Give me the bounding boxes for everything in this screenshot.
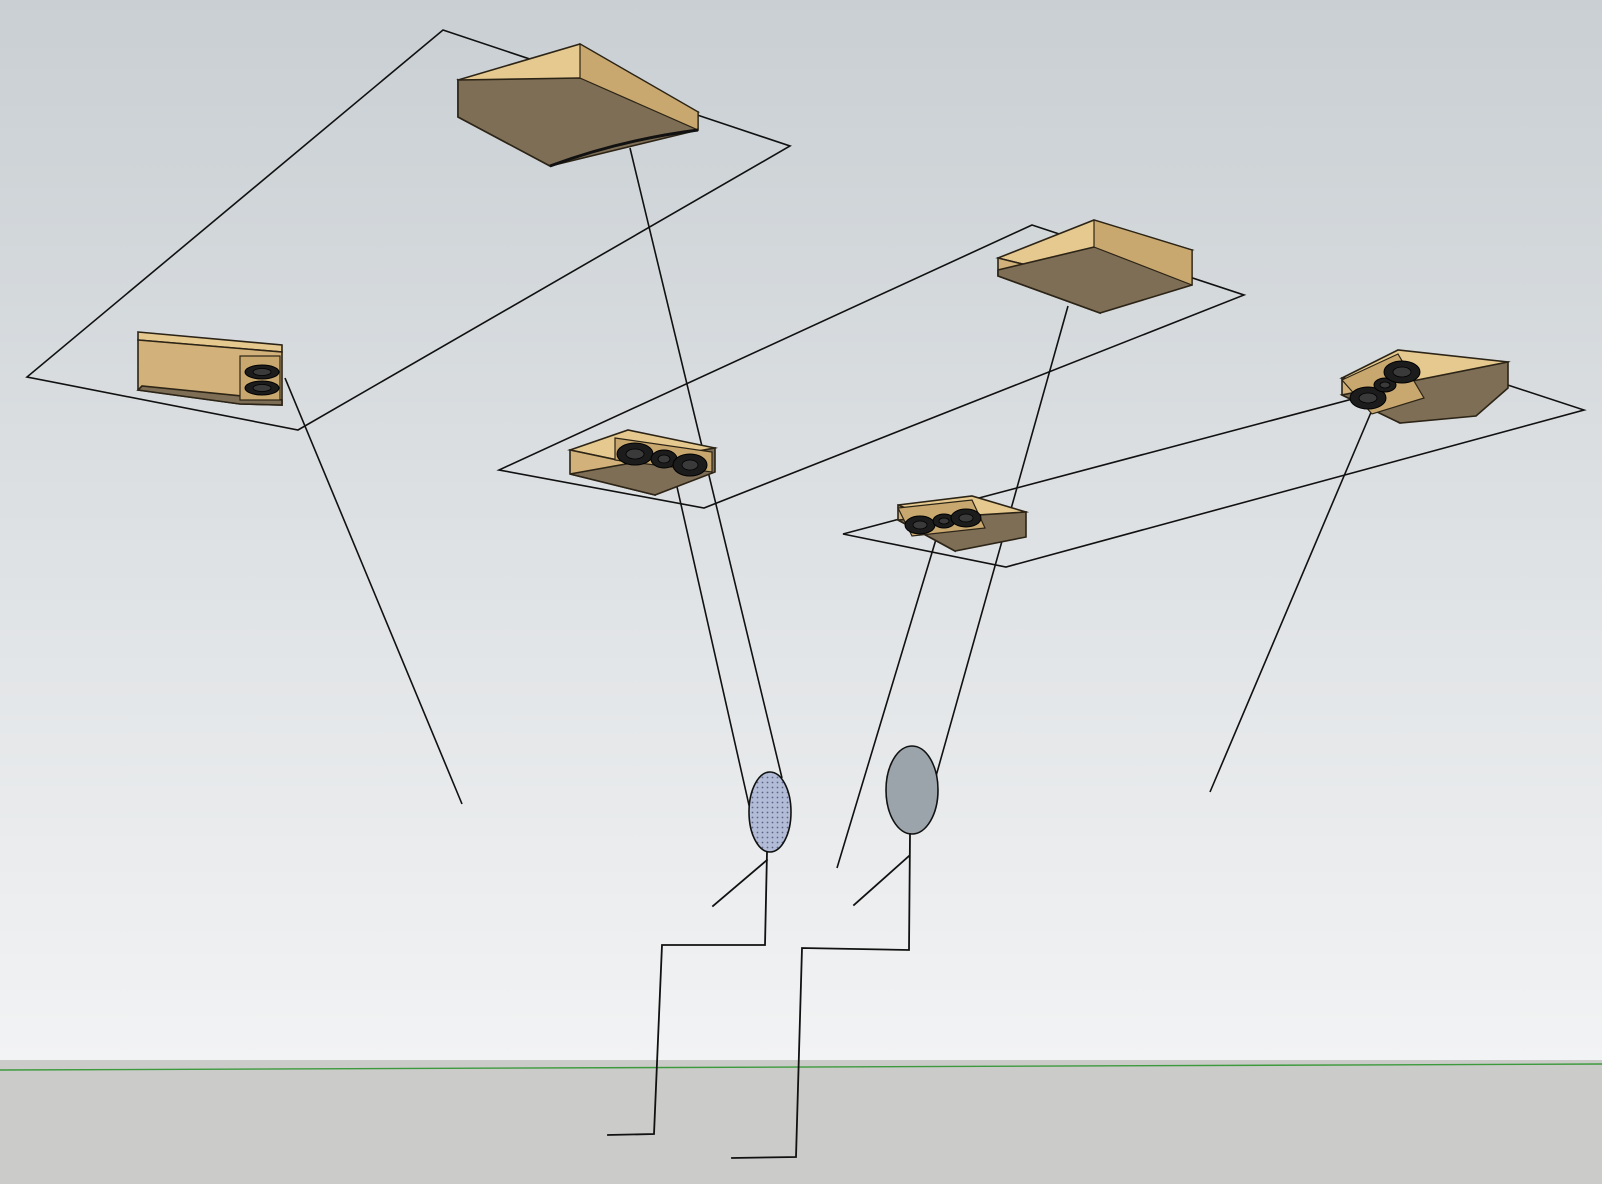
listener-right-arm: [852, 854, 911, 907]
listener-left-head: [748, 771, 792, 853]
listener-right-head: [885, 745, 939, 835]
aim-line-rear-right: [1209, 409, 1373, 793]
listener-right[interactable]: [731, 745, 939, 1159]
sky-background: [0, 0, 1602, 1060]
rear-center-speaker[interactable]: [995, 219, 1195, 315]
aim-line-front-right: [836, 535, 938, 869]
rear-left-speaker[interactable]: [456, 42, 701, 168]
front-left-speaker[interactable]: [136, 331, 283, 406]
horizon-line: [0, 1063, 1602, 1071]
listener-right-body: [731, 833, 911, 1159]
listener-left-arm: [711, 858, 769, 908]
listener-left-body: [607, 851, 768, 1136]
front-center-speaker[interactable]: [567, 429, 719, 497]
listener-left[interactable]: [607, 771, 792, 1136]
ground-plane: [0, 1060, 1602, 1184]
front-right-speaker[interactable]: [895, 495, 1030, 553]
rear-right-speaker[interactable]: [1339, 349, 1511, 424]
right-speaker-plane: [842, 369, 1587, 568]
aim-line-rear-center: [921, 305, 1069, 827]
aim-line-front-center: [674, 477, 759, 846]
aim-line-front-left: [284, 377, 463, 805]
